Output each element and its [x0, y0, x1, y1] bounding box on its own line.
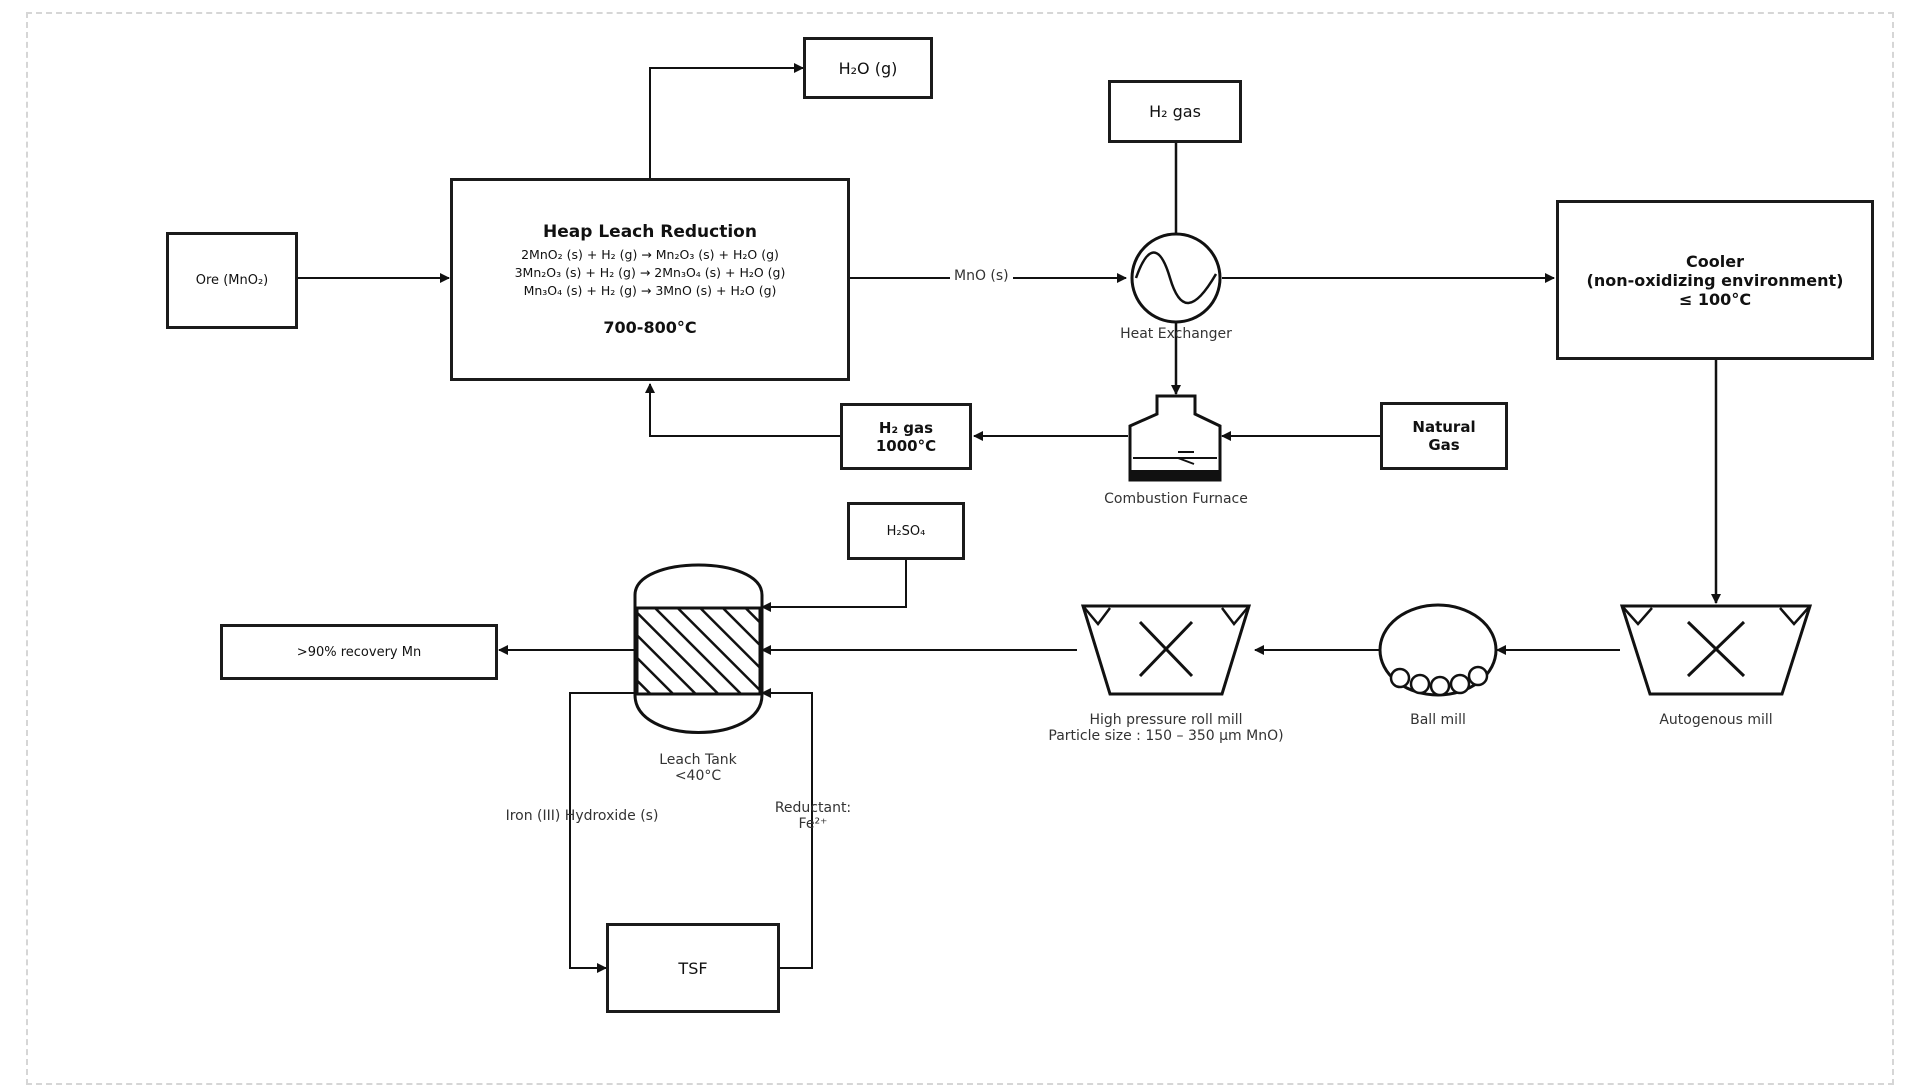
h2-gas-label: H₂ gas: [1149, 102, 1201, 121]
reductant-label: Reductant: Fe²⁺: [758, 800, 868, 832]
cooler-condition: (non-oxidizing environment): [1586, 270, 1844, 290]
natural-gas-line1: Natural: [1412, 418, 1476, 436]
high-pressure-roll-mill-icon: [1080, 604, 1252, 696]
ball-mill-label: Ball mill: [1410, 712, 1466, 728]
leach-tank-label: Leach Tank <40°C: [628, 752, 768, 784]
cooler-temperature: ≤ 100°C: [1678, 289, 1752, 309]
autogenous-mill-icon: [1619, 604, 1813, 696]
ore-label: Ore (MnO₂): [195, 273, 269, 288]
ball-mill-icon: [1378, 603, 1498, 697]
heap-equation-1: 2MnO₂ (s) + H₂ (g) → Mn₂O₃ (s) + H₂O (g): [521, 247, 779, 262]
recovery-box: >90% recovery Mn: [220, 624, 498, 680]
heap-leach-reduction-box: Heap Leach Reduction 2MnO₂ (s) + H₂ (g) …: [450, 178, 850, 381]
hot-h2-gas-temperature: 1000°C: [875, 436, 937, 455]
heat-exchanger-label: Heat Exchanger: [1120, 326, 1232, 342]
combustion-furnace-icon: [1128, 394, 1222, 482]
heap-temperature: 700-800°C: [603, 318, 697, 337]
natural-gas-line2: Gas: [1428, 436, 1460, 454]
mno-stream-label: MnO (s): [950, 268, 1013, 284]
hpgr-name: High pressure roll mill: [1089, 712, 1243, 728]
tsf-box: TSF: [606, 923, 780, 1013]
combustion-furnace-label: Combustion Furnace: [1104, 491, 1248, 507]
hot-h2-gas-label: H₂ gas: [878, 418, 934, 437]
cooler-box: Cooler (non-oxidizing environment) ≤ 100…: [1556, 200, 1874, 360]
ore-box: Ore (MnO₂): [166, 232, 298, 329]
hpgr-label: High pressure roll mill Particle size : …: [1016, 712, 1316, 744]
h2so4-label: H₂SO₄: [886, 523, 926, 539]
hpgr-particle-size: Particle size : 150 – 350 µm MnO): [1048, 728, 1284, 744]
flow-hot-h2-to-heap: [645, 383, 840, 437]
hot-h2-gas-box: H₂ gas 1000°C: [840, 403, 972, 470]
heap-equation-3: Mn₃O₄ (s) + H₂ (g) → 3MnO (s) + H₂O (g): [523, 283, 777, 298]
reductant-name: Reductant:: [774, 800, 852, 816]
h2o-label: H₂O (g): [838, 58, 898, 78]
leach-tank-icon: [633, 563, 764, 734]
tsf-label: TSF: [678, 958, 708, 978]
recovery-label: >90% recovery Mn: [296, 644, 422, 660]
autogenous-mill-label: Autogenous mill: [1659, 712, 1773, 728]
natural-gas-box: Natural Gas: [1380, 402, 1508, 470]
heat-exchanger-icon: [1130, 232, 1222, 324]
flow-h2so4-to-leach: [761, 560, 907, 612]
leach-tank-temperature: <40°C: [674, 768, 722, 784]
h2o-gas-box: H₂O (g): [803, 37, 933, 99]
leach-tank-name: Leach Tank: [659, 752, 737, 768]
flow-heap-to-h2o: [649, 63, 804, 178]
reductant-species: Fe²⁺: [798, 816, 828, 832]
heap-equation-2: 3Mn₂O₃ (s) + H₂ (g) → 2Mn₃O₄ (s) + H₂O (…: [514, 265, 786, 280]
flow-leach-to-tsf: [569, 692, 635, 973]
h2-gas-supply-box: H₂ gas: [1108, 80, 1242, 143]
heap-title: Heap Leach Reduction: [543, 222, 757, 242]
iron-hydroxide-label: Iron (III) Hydroxide (s): [505, 808, 659, 824]
h2so4-box: H₂SO₄: [847, 502, 965, 560]
flow-tsf-to-leach: [761, 688, 813, 969]
cooler-title: Cooler: [1686, 251, 1744, 271]
